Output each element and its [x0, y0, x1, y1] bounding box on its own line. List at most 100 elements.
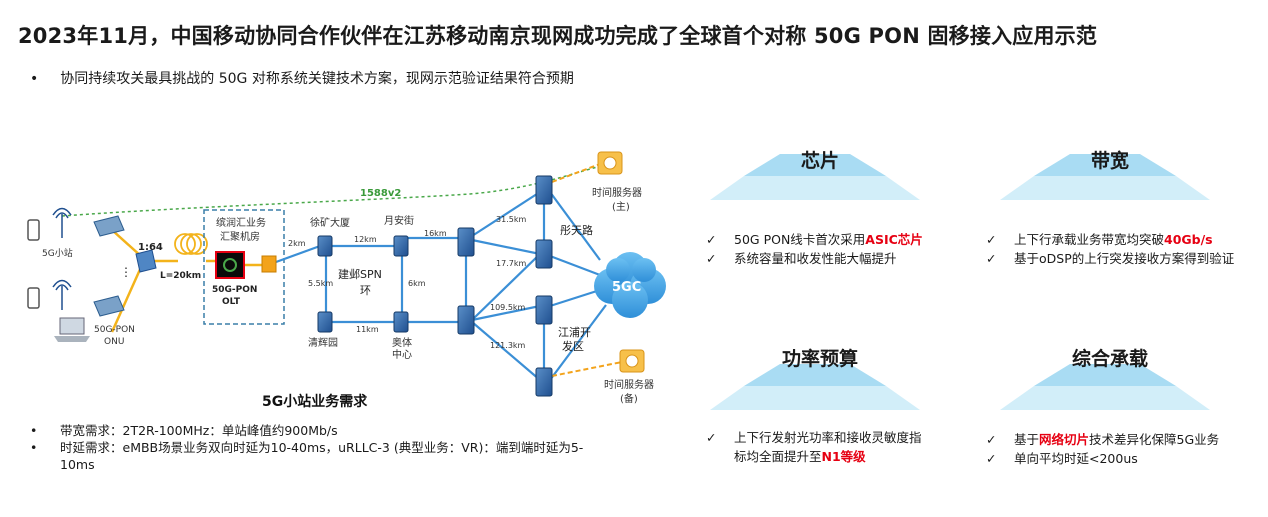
list-item-text: 单向平均时延<200us — [1014, 451, 1138, 466]
olt-label-line2: OLT — [222, 297, 241, 307]
prism-power — [710, 364, 920, 410]
list-item-text: 技术差异化保障5G业务 — [1089, 432, 1220, 447]
network-topology-diagram: 1588v2 — [27, 151, 666, 410]
dist-2km: 2km — [288, 239, 306, 248]
laptop-icon — [54, 317, 90, 342]
onu-bottom-icon — [93, 295, 125, 317]
subtitle-text: 协同持续攻关最具挑战的 50G 对称系统关键技术方案，现网示范验证结果符合预期 — [60, 71, 574, 87]
check-icon: ✓ — [986, 232, 997, 247]
list-item: ✓ 上下行发射光功率和接收灵敏度指 — [706, 428, 922, 447]
antenna-icon — [52, 207, 72, 310]
dist-31-5km: 31.5km — [496, 215, 526, 224]
list-item-text: 40Gb/s — [1164, 232, 1213, 247]
5gc-label: 5GC — [612, 280, 641, 295]
fiber-coil — [174, 233, 208, 255]
panel-title-bearer: 综合承载 — [1071, 348, 1148, 370]
list-item-text: 系统容量和收发性能大幅提升 — [734, 251, 897, 266]
check-icon: ✓ — [706, 430, 717, 445]
small-cell-label: 5G小站 — [42, 247, 73, 259]
list-item: 标均全面提升至N1等级 — [706, 447, 922, 466]
power-points: ✓ 上下行发射光功率和接收灵敏度指 标均全面提升至N1等级 — [706, 428, 922, 466]
time-server-main-line2: (主) — [612, 201, 630, 213]
check-icon: ✓ — [986, 451, 997, 466]
panel-title-power: 功率预算 — [781, 348, 858, 370]
splitter-ratio: 1:64 — [138, 242, 163, 253]
list-item-text: 10ms — [60, 457, 95, 472]
list-item-text: 上下行承载业务带宽均突破 — [1014, 232, 1165, 247]
panel-title-chip: 芯片 — [800, 150, 839, 172]
check-icon: ✓ — [986, 432, 997, 447]
requirements-list: •带宽需求：2T2R-100MHz：单站峰值约900Mb/s • 时延需求：eMB… — [30, 422, 583, 473]
onu-top-icon — [93, 215, 125, 237]
page-title: 2023年11月，中国移动协同合作伙伴在江苏移动南京现网成功完成了全球首个对称 … — [18, 24, 1098, 48]
list-item: ✓ 单向平均时延<200us — [986, 449, 1219, 468]
list-item-text: 标均全面提升至 — [734, 449, 822, 464]
dist-16km: 16km — [424, 229, 447, 238]
bullet-dot: • — [30, 440, 38, 455]
time-server-main-line1: 时间服务器 — [592, 186, 642, 199]
list-item: ✓ 基于oDSP的上行突发接收方案得到验证 — [986, 249, 1234, 268]
bullet-dot: • — [30, 71, 39, 87]
list-item-text: 基于 — [1014, 432, 1040, 447]
room-label-line1: 缤润汇业务 — [216, 216, 266, 229]
list-item: •带宽需求：2T2R-100MHz：单站峰值约900Mb/s — [30, 422, 583, 439]
label-jiangpu-line2: 发区 — [562, 339, 584, 353]
sync-label: 1588v2 — [360, 188, 401, 199]
ellipsis-dots: ⋮ — [120, 265, 132, 279]
fiber-length: L=20km — [160, 271, 201, 281]
aggregation-room-box — [203, 209, 285, 325]
check-icon: ✓ — [706, 232, 717, 247]
chip-points: ✓ 50G PON线卡首次采用ASIC芯片 ✓ 系统容量和收发性能大幅提升 — [706, 230, 923, 268]
ring-label-line2: 环 — [360, 284, 371, 297]
dist-5-5km: 5.5km — [308, 279, 333, 288]
dist-121-3km: 121.3km — [490, 341, 526, 350]
dist-17-7km: 17.7km — [496, 259, 526, 268]
dist-6km: 6km — [408, 279, 426, 288]
splitter-icon — [135, 249, 157, 273]
ring-label-line1: 建邺SPN — [338, 267, 382, 281]
dist-11km: 11km — [356, 325, 379, 334]
list-item: ✓ 上下行承载业务带宽均突破40Gb/s — [986, 230, 1234, 249]
check-icon: ✓ — [986, 251, 997, 266]
list-item-text: 上下行发射光功率和接收灵敏度指 — [734, 430, 922, 445]
olt-label-line1: 50G-PON — [212, 285, 257, 295]
olt-icon — [215, 251, 245, 279]
label-aoti-line2: 中心 — [392, 348, 412, 361]
list-item: ✓ 50G PON线卡首次采用ASIC芯片 — [706, 230, 923, 249]
time-server-icon — [597, 151, 645, 373]
subtitle: • 协同持续攻关最具挑战的 50G 对称系统关键技术方案，现网示范验证结果符合预期 — [30, 68, 574, 88]
dist-109-5km: 109.5km — [490, 303, 526, 312]
prism-bandwidth — [1000, 154, 1210, 200]
spn-switch-icon — [317, 175, 553, 397]
label-yuean: 月安街 — [384, 214, 414, 227]
phone-icon — [27, 219, 40, 309]
list-item-text: 网络切片 — [1039, 432, 1090, 447]
bandwidth-points: ✓ 上下行承载业务带宽均突破40Gb/s ✓ 基于oDSP的上行突发接收方案得到验证 — [986, 230, 1234, 268]
time-server-backup-line1: 时间服务器 — [604, 378, 654, 391]
check-icon: ✓ — [706, 251, 717, 266]
list-item: ✓ 系统容量和收发性能大幅提升 — [706, 249, 923, 268]
label-aoti-line1: 奥体 — [392, 336, 412, 349]
time-server-backup-line2: (备) — [620, 392, 638, 405]
label-tongtianlu: 彤天路 — [560, 224, 593, 237]
5gc-cloud-icon — [594, 252, 666, 318]
bearer-points: ✓ 基于网络切片技术差异化保障5G业务 ✓ 单向平均时延<200us — [986, 430, 1219, 468]
list-item: ✓ 基于网络切片技术差异化保障5G业务 — [986, 430, 1219, 449]
list-item-text: ASIC芯片 — [865, 232, 923, 247]
dist-12km: 12km — [354, 235, 377, 244]
room-label-line2: 汇聚机房 — [220, 230, 260, 243]
optical-module-icon — [261, 255, 277, 273]
label-jiangpu-line1: 江浦开 — [558, 326, 591, 339]
label-qinghuiyuan: 清辉园 — [308, 336, 338, 349]
list-item-text: 50G PON线卡首次采用 — [734, 232, 866, 247]
list-item: • 时延需求：eMBB场景业务双向时延为10-40ms，uRLLC-3 (典型业务… — [30, 439, 583, 456]
onu-label-line1: 50G-PON — [94, 325, 135, 335]
prism-chip — [710, 154, 920, 200]
diagram-caption: 5G小站业务需求 — [262, 393, 368, 410]
list-item-text: 基于oDSP的上行突发接收方案得到验证 — [1014, 251, 1235, 266]
panel-title-bandwidth: 带宽 — [1090, 150, 1129, 172]
list-item-text: 时延需求：eMBB场景业务双向时延为10-40ms，uRLLC-3 (典型业务：… — [60, 440, 584, 455]
onu-label-line2: ONU — [104, 337, 124, 347]
label-xukuang: 徐矿大厦 — [310, 216, 350, 229]
panel-prisms — [710, 154, 1210, 410]
